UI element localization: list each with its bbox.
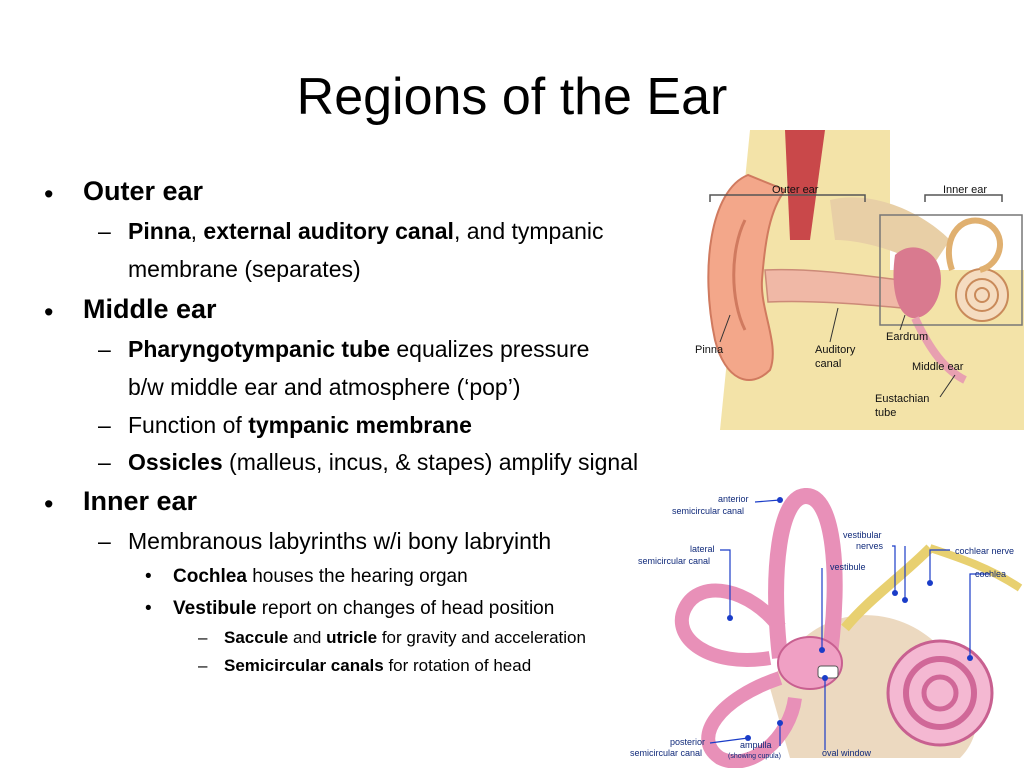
- leader-lines: [709, 499, 990, 750]
- inner-ear-heading: Inner ear: [83, 486, 198, 516]
- label-cochlear-nerve: cochlear nerve: [955, 546, 1014, 556]
- outer-ear-bracket: [709, 194, 866, 202]
- anterior-canal-shape: [768, 488, 843, 659]
- bullet-marker: •: [44, 297, 54, 327]
- inner-ear-saccule-utricle: Saccule and utricle for gravity and acce…: [224, 628, 586, 647]
- label-anterior-canal-2: semicircular canal: [672, 506, 744, 516]
- label-auditory-canal: Auditory: [815, 344, 856, 356]
- dash-marker: –: [198, 656, 208, 675]
- inner-ear-semicircular: Semicircular canals for rotation of head: [224, 656, 532, 675]
- label-eustachian-tube: Eustachian: [875, 393, 929, 405]
- dash-marker: –: [98, 412, 111, 438]
- middle-ear-sub3: Ossicles (malleus, incus, & stapes) ampl…: [128, 449, 639, 475]
- label-lateral-canal-2: semicircular canal: [638, 556, 710, 566]
- bullet-marker: •: [145, 598, 152, 619]
- label-posterior-canal-2: semicircular canal: [630, 748, 702, 758]
- lateral-canal-shape: [674, 583, 786, 667]
- label-vestibular-nerves-2: nerves: [856, 541, 884, 551]
- middle-ear-heading: Middle ear: [83, 294, 217, 324]
- outer-ear-sub1: Pinna, external auditory canal, and tymp…: [128, 218, 604, 244]
- inner-ear-sub1: Membranous labyrinths w/i bony labryinth: [128, 528, 552, 554]
- dash-marker: –: [98, 336, 111, 362]
- ear-anatomy-figure: Outer ear Inner ear Eardrum Pinna Audito…: [695, 130, 1024, 430]
- eustachian-tube-shape: [911, 316, 967, 384]
- label-ampulla-2: (showing cupula): [728, 753, 781, 760]
- dash-marker: –: [98, 218, 111, 244]
- label-eustachian-tube-2: tube: [875, 407, 896, 419]
- label-eardrum: Eardrum: [886, 331, 928, 343]
- middle-ear-cavity: [893, 247, 941, 319]
- outer-ear-sub1-cont: membrane (separates): [128, 256, 361, 282]
- oval-window-shape: [817, 665, 839, 679]
- semicircular-canal-shape: [945, 217, 1003, 273]
- bullet-marker: •: [44, 489, 54, 519]
- label-vestibule: vestibule: [830, 562, 866, 572]
- label-middle-ear: Middle ear: [912, 361, 964, 373]
- cochlear-nerve-shape: [928, 544, 1023, 592]
- label-cochlea: cochlea: [975, 569, 1006, 579]
- label-anterior-canal: anterior: [718, 494, 749, 504]
- label-posterior-canal: posterior: [670, 737, 705, 747]
- dash-marker: –: [98, 449, 111, 475]
- vestibule-shape: [777, 636, 843, 690]
- middle-ear-sub2: Function of tympanic membrane: [128, 412, 472, 438]
- inner-ear-vestibule: Vestibule report on changes of head posi…: [173, 598, 555, 619]
- outer-ear-heading: Outer ear: [83, 176, 204, 206]
- label-lateral-canal: lateral: [690, 544, 715, 554]
- posterior-canal-shape: [701, 671, 802, 768]
- inner-ear-bracket: [924, 194, 1003, 202]
- label-auditory-canal-2: canal: [815, 358, 841, 370]
- muscle-band: [785, 130, 825, 240]
- vestibular-nerve-shape: [841, 544, 934, 632]
- pinna-fold: [732, 219, 747, 331]
- dash-marker: –: [98, 528, 111, 554]
- inner-ear-cochlea: Cochlea houses the hearing organ: [173, 566, 468, 587]
- bullet-marker: •: [145, 566, 152, 587]
- label-pinna: Pinna: [695, 344, 724, 356]
- middle-ear-sub1-cont: b/w middle ear and atmosphere (‘pop’): [128, 374, 521, 400]
- label-inner-ear: Inner ear: [943, 184, 987, 196]
- label-vestibular-nerves: vestibular: [843, 530, 882, 540]
- middle-ear-sub1: Pharyngotympanic tube equalizes pressure: [128, 336, 590, 362]
- label-outer-ear: Outer ear: [772, 184, 819, 196]
- slide-title: Regions of the Ear: [296, 68, 728, 126]
- bullet-marker: •: [44, 179, 54, 209]
- label-oval-window: oval window: [822, 748, 872, 758]
- cochlea-shape: [955, 268, 1009, 322]
- label-ampulla: ampulla: [740, 740, 772, 750]
- pinna-shape: [707, 173, 787, 381]
- dash-marker: –: [198, 628, 208, 647]
- detail-box: [879, 214, 1023, 326]
- inner-ear-labyrinth-figure: anterior semicircular canal lateral semi…: [630, 488, 1023, 768]
